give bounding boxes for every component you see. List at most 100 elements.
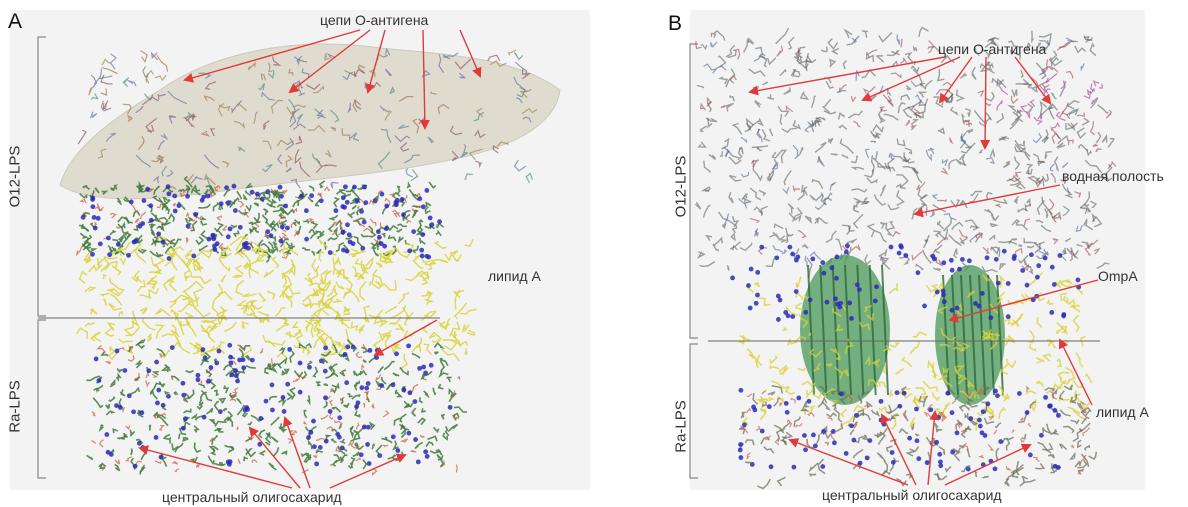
lipid-a-tail <box>185 320 198 338</box>
lipid-a-tail <box>360 260 369 275</box>
core-oligosaccharide <box>746 393 753 397</box>
o-antigen-chain <box>883 113 899 121</box>
ion <box>803 447 808 453</box>
lipid-a-tail <box>998 406 1006 419</box>
ion <box>277 184 283 190</box>
lipid-a-tail <box>1060 292 1068 301</box>
core-oligosaccharide <box>270 221 280 232</box>
ion <box>382 243 388 249</box>
core-oligosaccharide <box>251 225 260 233</box>
ion <box>233 373 239 379</box>
core-oligosaccharide <box>104 361 112 365</box>
ion <box>916 456 922 462</box>
lipid-a-tail <box>807 332 811 337</box>
lipid-a-tail <box>318 278 327 286</box>
ion <box>948 257 954 263</box>
core-oligosaccharide <box>271 358 274 367</box>
core-oligosaccharide <box>1084 444 1091 451</box>
ion <box>304 236 310 242</box>
core-oligosaccharide <box>327 236 338 242</box>
o-antigen-chain <box>767 94 775 100</box>
lipid-a-tail <box>89 307 98 315</box>
core-oligosaccharide <box>427 435 438 442</box>
core-oligosaccharide <box>1080 416 1090 425</box>
lipid-a-tail <box>1002 392 1011 403</box>
core-oligosaccharide <box>1080 409 1087 414</box>
panel-a-side-top-label: O12-LPS <box>6 145 24 208</box>
o-antigen-chain <box>410 169 419 182</box>
o-antigen-chain <box>887 203 900 211</box>
lipid-a-tail <box>795 291 804 300</box>
core-oligosaccharide <box>349 426 353 430</box>
ion <box>1056 412 1061 418</box>
ion <box>419 247 425 253</box>
core-oligosaccharide <box>369 218 377 226</box>
core-oligosaccharide <box>200 380 203 384</box>
ion <box>322 368 328 374</box>
ion <box>1042 255 1048 261</box>
core-oligosaccharide <box>333 226 339 238</box>
ion <box>375 229 381 235</box>
o-antigen-chain <box>777 105 790 117</box>
o-antigen-chain <box>100 100 107 110</box>
lipid-a-tail <box>329 336 337 346</box>
o-antigen-chain <box>100 74 113 85</box>
core-oligosaccharide <box>109 378 116 388</box>
o-antigen-chain <box>1047 198 1055 212</box>
lipid-a-tail <box>986 333 999 342</box>
core-oligosaccharide <box>439 454 445 468</box>
ion <box>255 191 260 197</box>
ion <box>954 430 960 436</box>
lipid-a-tail <box>139 294 152 300</box>
o-antigen-chain <box>1032 132 1042 144</box>
o-antigen-chain <box>1052 238 1059 245</box>
o-antigen-chain <box>368 68 376 78</box>
core-oligosaccharide <box>167 213 176 222</box>
ion <box>423 370 428 376</box>
core-oligosaccharide <box>936 472 948 481</box>
ion <box>323 438 329 444</box>
o-antigen-chain <box>755 230 759 238</box>
core-oligosaccharide <box>391 209 400 215</box>
o-antigen-chain <box>910 124 918 131</box>
core-oligosaccharide <box>303 409 308 419</box>
lipid-a-tail <box>459 340 469 346</box>
core-oligosaccharide <box>1047 453 1055 459</box>
lipid-a-tail <box>797 367 806 372</box>
ion <box>390 382 396 388</box>
core-oligosaccharide <box>918 395 926 408</box>
lipid-a-tail <box>359 281 367 301</box>
lipid-a-tail <box>450 331 457 341</box>
lipid-a-tail <box>403 243 415 253</box>
lipid-a-tail <box>288 267 293 275</box>
o-antigen-chain <box>948 137 954 145</box>
core-oligosaccharide <box>327 223 335 233</box>
o-antigen-chain <box>982 246 991 255</box>
lipid-a-tail <box>777 395 786 404</box>
o-antigen-chain <box>970 190 983 197</box>
o-antigen-chain <box>944 94 954 102</box>
o-antigen-chain <box>1098 176 1113 182</box>
lipid-a-tail <box>378 253 388 265</box>
lipid-a-tail <box>182 280 204 293</box>
o-antigen-chain <box>977 90 985 97</box>
core-oligosaccharide <box>951 400 957 404</box>
ion <box>874 284 879 290</box>
core-oligosaccharide <box>337 445 346 455</box>
core-oligosaccharide <box>1044 387 1056 393</box>
o-antigen-chain <box>699 261 716 268</box>
core-oligosaccharide <box>382 444 389 448</box>
ion <box>97 241 103 247</box>
core-oligosaccharide <box>987 444 995 452</box>
lipid-a-tail <box>147 333 153 342</box>
annotation-arrow <box>282 416 311 489</box>
lipid-a-tail <box>102 298 107 306</box>
core-oligosaccharide <box>114 463 121 472</box>
core-oligosaccharide <box>387 235 397 242</box>
o-antigen-chain <box>1098 83 1104 89</box>
core-oligosaccharide <box>193 442 202 454</box>
ion <box>428 362 434 368</box>
core-oligosaccharide <box>269 204 276 209</box>
o-antigen-chain <box>1064 237 1072 242</box>
o-antigen-chain <box>860 196 869 206</box>
